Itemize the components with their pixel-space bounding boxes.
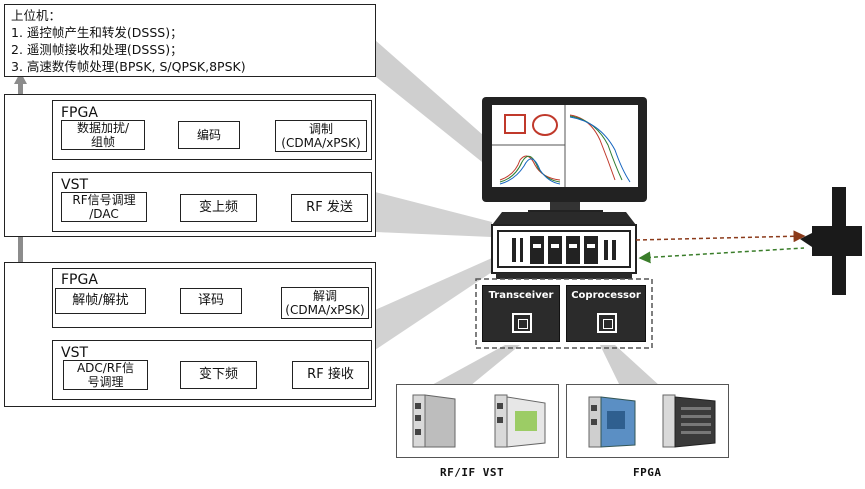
rx-demodulate-block: 解调 (CDMA/xPSK) — [281, 287, 369, 319]
beam-fpga-cards — [600, 345, 660, 386]
rx-decode-block: 译码 — [180, 288, 242, 314]
coprocessor-card: Coprocessor — [566, 285, 646, 342]
host-item: 1. 遥控帧产生和转发(DSSS)； — [11, 25, 183, 40]
host-box: 上位机： 1. 遥控帧产生和转发(DSSS)； 2. 遥测帧接收和处理(DSSS… — [4, 4, 376, 77]
chip-icon — [512, 313, 532, 333]
tx-rf-send-block: RF 发送 — [291, 194, 368, 222]
rx-adc-block: ADC/RF信 号调理 — [63, 360, 148, 390]
monitor — [482, 97, 647, 215]
host-item: 2. 遥测帧接收和处理(DSSS)； — [11, 42, 183, 57]
tx-vst-title: VST — [61, 177, 89, 193]
tx-scramble-block: 数据加扰/ 组帧 — [61, 120, 145, 150]
rx-downconvert-block: 变下频 — [180, 361, 257, 389]
rx-rf-receive-block: RF 接收 — [292, 361, 369, 389]
tx-upconvert-block: 变上频 — [180, 194, 257, 222]
beam-tx — [375, 192, 492, 237]
vst-module-illustration — [412, 394, 546, 448]
coprocessor-label: Coprocessor — [571, 290, 641, 301]
pxi-chassis — [491, 212, 637, 279]
beam-host — [375, 40, 500, 170]
tx-rf-cond-block: RF信号调理 /DAC — [61, 192, 147, 222]
rx-vst-title: VST — [61, 345, 89, 361]
fpga-caption: FPGA — [633, 466, 662, 479]
transceiver-card: Transceiver — [482, 285, 560, 342]
beam-vst-cards — [430, 345, 520, 386]
card-group-border — [475, 278, 653, 349]
vst-hardware-panel — [396, 384, 559, 458]
uplink-line — [635, 230, 806, 243]
rx-fpga-title: FPGA — [61, 272, 98, 288]
tx-encode-block: 编码 — [178, 121, 240, 149]
beam-rx — [375, 258, 492, 350]
vertical-bus — [18, 80, 23, 400]
tx-modulate-block: 调制 (CDMA/xPSK) — [275, 120, 367, 152]
satellite-icon — [800, 187, 862, 295]
host-title: 上位机： — [11, 8, 62, 23]
host-item: 3. 高速数传帧处理(BPSK, S/QPSK,8PSK) — [11, 59, 246, 74]
fpga-module-illustration — [588, 394, 716, 448]
chip-icon — [597, 313, 617, 333]
downlink-line — [638, 247, 805, 264]
transceiver-label: Transceiver — [488, 290, 554, 301]
tx-fpga-title: FPGA — [61, 105, 98, 121]
vst-caption: RF/IF VST — [440, 466, 505, 479]
rx-deframe-block: 解帧/解扰 — [55, 288, 146, 314]
fpga-hardware-panel — [566, 384, 729, 458]
